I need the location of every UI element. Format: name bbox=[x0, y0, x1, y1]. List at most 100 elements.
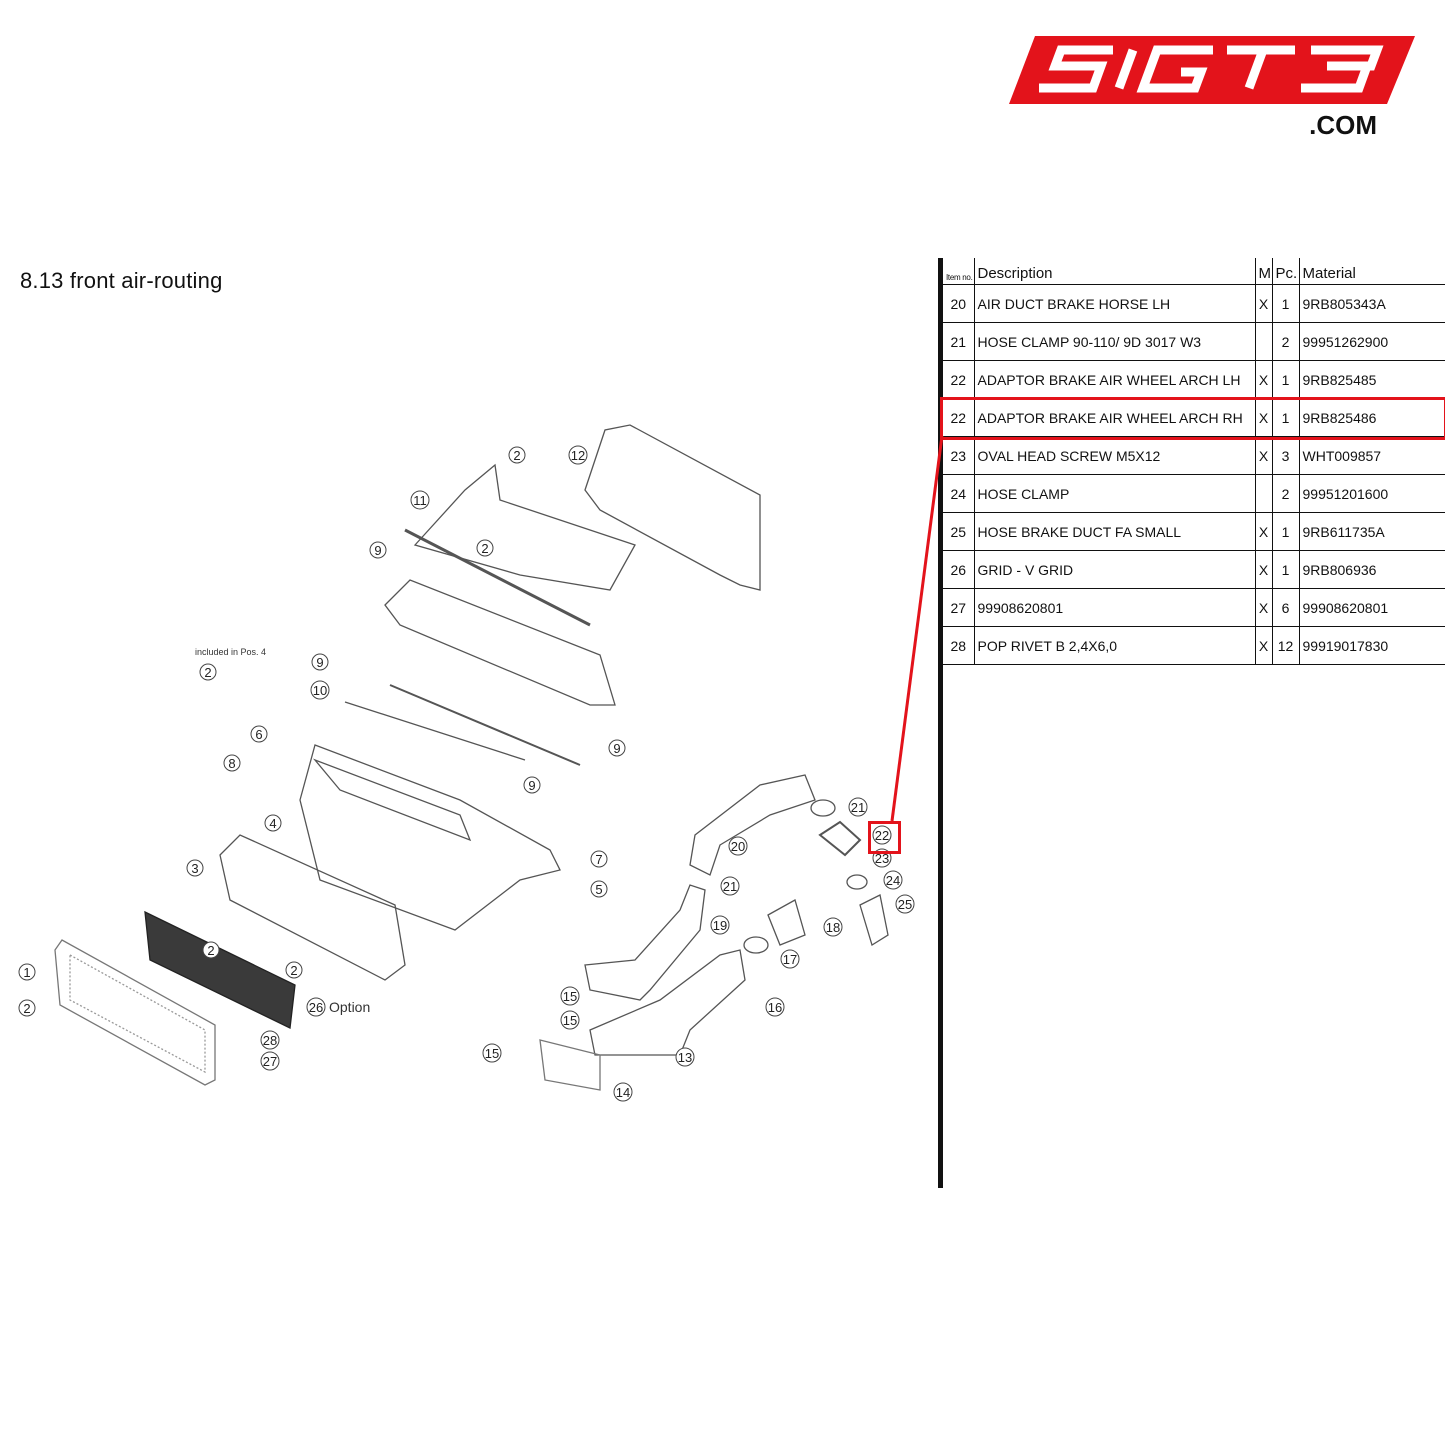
table-row: 21 HOSE CLAMP 90-110/ 9D 3017 W3 2 99951… bbox=[943, 322, 1445, 361]
cell-item: 25 bbox=[943, 512, 974, 551]
cell-pc: 12 bbox=[1271, 626, 1299, 665]
svg-text:9: 9 bbox=[613, 741, 620, 756]
cell-pc: 1 bbox=[1271, 550, 1299, 589]
header-m: M bbox=[1254, 258, 1272, 285]
cell-item: 20 bbox=[943, 284, 974, 323]
exploded-parts-diagram: 1 2 2 2 2 2 2 3 4 5 6 7 8 9 9 9 9 10 11 … bbox=[18, 424, 915, 1102]
callout-15: 15 bbox=[560, 1010, 580, 1030]
svg-text:2: 2 bbox=[513, 448, 520, 463]
cell-m: X bbox=[1254, 588, 1272, 627]
cell-material: WHT009857 bbox=[1298, 436, 1445, 475]
header-pc: Pc. bbox=[1271, 258, 1299, 285]
part-12-duct bbox=[584, 424, 761, 591]
callout-4: 4 bbox=[264, 814, 282, 832]
cell-description: GRID - V GRID bbox=[973, 550, 1255, 589]
included-note: included in Pos. 4 bbox=[195, 647, 266, 657]
cell-pc: 1 bbox=[1271, 360, 1299, 399]
svg-text:26: 26 bbox=[309, 1000, 323, 1015]
svg-text:15: 15 bbox=[485, 1046, 499, 1061]
cell-description: HOSE CLAMP bbox=[973, 474, 1255, 513]
callout-2: 2 bbox=[508, 446, 526, 464]
svg-text:8: 8 bbox=[228, 756, 235, 771]
part-14-grille bbox=[539, 1039, 601, 1091]
part-9-seal-low bbox=[344, 701, 526, 761]
cell-description: POP RIVET B 2,4X6,0 bbox=[973, 626, 1255, 665]
callout-2: 2 bbox=[199, 663, 217, 681]
cell-m: X bbox=[1254, 398, 1272, 437]
callout-16: 16 bbox=[765, 997, 785, 1017]
part-17-clamp bbox=[743, 936, 769, 954]
callout-12: 12 bbox=[568, 445, 588, 465]
part-20-hose bbox=[689, 774, 816, 876]
callout-26: 26 bbox=[306, 997, 326, 1017]
callout-6: 6 bbox=[250, 725, 268, 743]
svg-text:2: 2 bbox=[207, 943, 214, 958]
svg-text:19: 19 bbox=[713, 918, 727, 933]
cell-material: 9RB825486 bbox=[1298, 398, 1445, 437]
part-1-grille bbox=[54, 939, 216, 1086]
svg-text:9: 9 bbox=[316, 655, 323, 670]
part-4-inner bbox=[312, 758, 472, 842]
svg-text:3: 3 bbox=[191, 861, 198, 876]
cell-pc: 3 bbox=[1271, 436, 1299, 475]
svg-text:5: 5 bbox=[595, 882, 602, 897]
svg-text:12: 12 bbox=[571, 448, 585, 463]
option-label: Option bbox=[329, 999, 370, 1015]
table-row: 24 HOSE CLAMP 2 99951201600 bbox=[943, 474, 1445, 513]
part-24-clamp bbox=[846, 874, 868, 890]
cell-material: 9RB825485 bbox=[1298, 360, 1445, 399]
callout-5: 5 bbox=[590, 880, 608, 898]
table-row: 25 HOSE BRAKE DUCT FA SMALL X 1 9RB61173… bbox=[943, 512, 1445, 551]
cell-pc: 2 bbox=[1271, 322, 1299, 361]
svg-text:17: 17 bbox=[783, 952, 797, 967]
svg-text:16: 16 bbox=[768, 1000, 782, 1015]
svg-text:21: 21 bbox=[851, 800, 865, 815]
part-9-seal-top bbox=[404, 528, 591, 627]
callout-9: 9 bbox=[608, 739, 626, 757]
part-13-duct bbox=[589, 949, 746, 1056]
cell-pc: 1 bbox=[1271, 284, 1299, 323]
cell-material: 9RB805343A bbox=[1298, 284, 1445, 323]
cell-item: 28 bbox=[943, 626, 974, 665]
cell-material: 9RB611735A bbox=[1298, 512, 1445, 551]
parts-table: Item no. Description M Pc. Material 20 A… bbox=[943, 258, 1445, 665]
cell-material: 99919017830 bbox=[1298, 626, 1445, 665]
callout-20: 20 bbox=[728, 836, 748, 856]
callout-15: 15 bbox=[560, 986, 580, 1006]
svg-text:15: 15 bbox=[563, 1013, 577, 1028]
callout-17: 17 bbox=[780, 949, 800, 969]
callout-10: 10 bbox=[310, 680, 330, 700]
svg-text:6: 6 bbox=[255, 727, 262, 742]
part-21-clamp bbox=[810, 799, 836, 817]
part-9-seal-mid bbox=[389, 684, 581, 766]
svg-text:9: 9 bbox=[374, 543, 381, 558]
cell-item: 24 bbox=[943, 474, 974, 513]
part-25-hose bbox=[859, 894, 889, 947]
svg-text:25: 25 bbox=[898, 897, 912, 912]
callout-15: 15 bbox=[482, 1043, 502, 1063]
part-11-duct bbox=[413, 463, 636, 591]
svg-text:28: 28 bbox=[263, 1033, 277, 1048]
logo-domain-text: .COM bbox=[1309, 110, 1377, 140]
callout-21: 21 bbox=[848, 797, 868, 817]
table-row: 26 GRID - V GRID X 1 9RB806936 bbox=[943, 550, 1445, 589]
svg-text:21: 21 bbox=[723, 879, 737, 894]
cell-material: 9RB806936 bbox=[1298, 550, 1445, 589]
callout-9: 9 bbox=[369, 541, 387, 559]
cell-m: X bbox=[1254, 512, 1272, 551]
svg-text:2: 2 bbox=[290, 963, 297, 978]
svg-text:18: 18 bbox=[826, 920, 840, 935]
cell-m: X bbox=[1254, 284, 1272, 323]
part-4-housing bbox=[299, 744, 561, 931]
section-title: 8.13 front air-routing bbox=[20, 268, 223, 293]
cell-description: ADAPTOR BRAKE AIR WHEEL ARCH RH bbox=[973, 398, 1255, 437]
cell-description: OVAL HEAD SCREW M5X12 bbox=[973, 436, 1255, 475]
cell-description: 99908620801 bbox=[973, 588, 1255, 627]
cell-item: 22 bbox=[943, 398, 974, 437]
svg-text:2: 2 bbox=[204, 665, 211, 680]
table-row: 23 OVAL HEAD SCREW M5X12 X 3 WHT009857 bbox=[943, 436, 1445, 475]
part-1-grille-mesh bbox=[69, 953, 206, 1074]
cell-item: 21 bbox=[943, 322, 974, 361]
callout-13: 13 bbox=[675, 1047, 695, 1067]
table-row: 22 ADAPTOR BRAKE AIR WHEEL ARCH LH X 1 9… bbox=[943, 360, 1445, 399]
